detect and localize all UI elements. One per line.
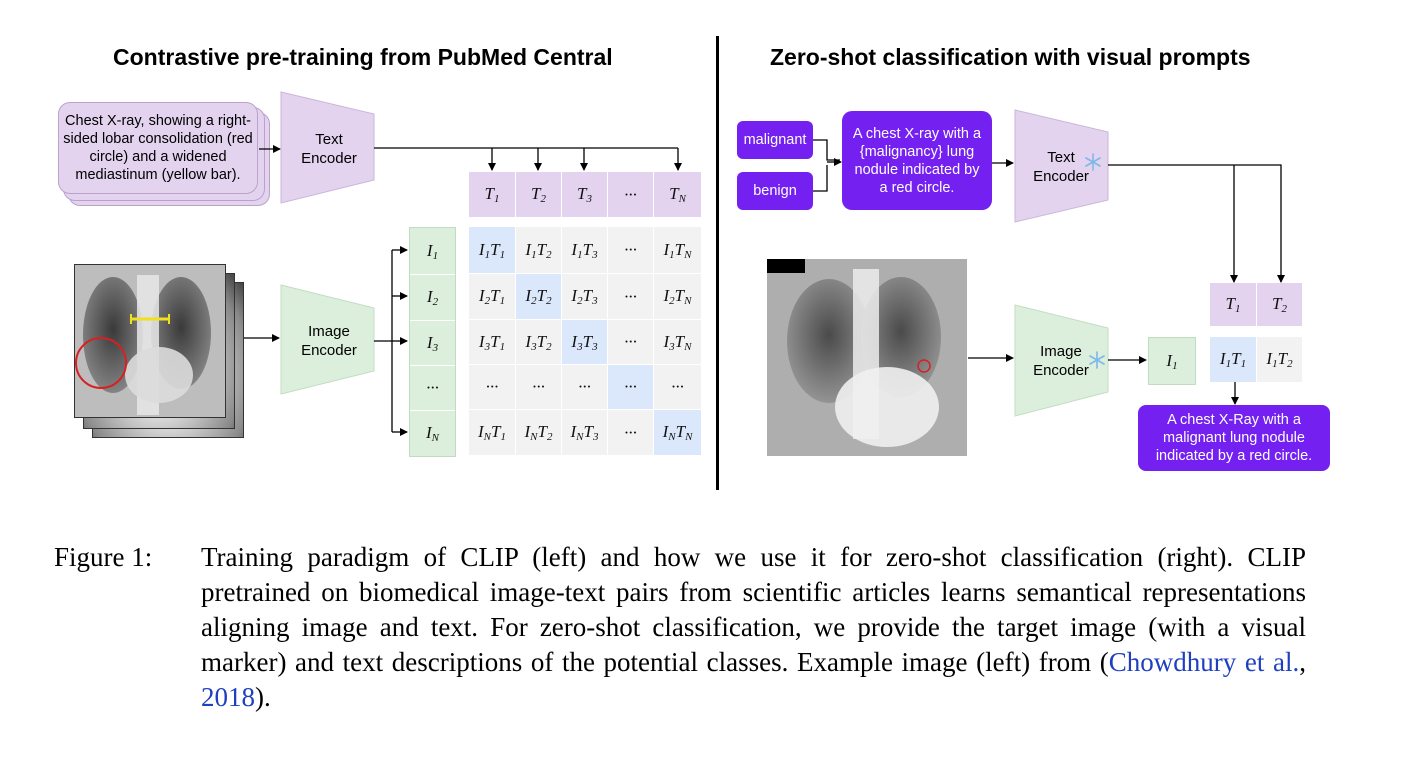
score-i1t1: I1T1 bbox=[1210, 337, 1256, 382]
matrix-cell: I1T1 bbox=[469, 227, 515, 273]
matrix-cell: ··· bbox=[653, 364, 701, 409]
text-token-tn: TN bbox=[653, 172, 701, 217]
image-token-dots: ··· bbox=[410, 365, 455, 410]
matrix-cell: ··· bbox=[561, 364, 607, 409]
image-encoder-shape bbox=[280, 284, 375, 395]
matrix-cell: I2TN bbox=[653, 273, 701, 319]
citation-year-link[interactable]: 2018 bbox=[201, 682, 255, 712]
right-image-token: I1 bbox=[1148, 337, 1196, 385]
score-i1t2: I1T2 bbox=[1256, 337, 1302, 382]
right-text-token-row: T1 T2 bbox=[1210, 283, 1302, 326]
image-token-in: IN bbox=[410, 410, 455, 456]
matrix-cell: ··· bbox=[607, 364, 653, 409]
matrix-cell: ··· bbox=[515, 364, 561, 409]
matrix-cell: I3TN bbox=[653, 319, 701, 364]
text-token-t3: T3 bbox=[561, 172, 607, 217]
image-token-i3: I3 bbox=[410, 320, 455, 365]
figure-caption-label: Figure 1: bbox=[54, 542, 153, 572]
matrix-cell: I3T3 bbox=[561, 319, 607, 364]
right-text-token-t1: T1 bbox=[1225, 294, 1241, 315]
class-label-benign: benign bbox=[737, 172, 813, 210]
citation-separator: , bbox=[1299, 647, 1306, 677]
right-image-encoder-shape bbox=[1014, 304, 1109, 417]
right-text-encoder-shape bbox=[1014, 109, 1109, 223]
matrix-cell: I2T1 bbox=[469, 273, 515, 319]
matrix-cell: ··· bbox=[607, 227, 653, 273]
right-score-row: I1T1 I1T2 bbox=[1210, 337, 1302, 382]
text-token-t1: T1 bbox=[484, 184, 500, 205]
left-panel-title: Contrastive pre-training from PubMed Cen… bbox=[113, 44, 613, 70]
panel-divider bbox=[716, 36, 719, 490]
left-diagram-svg bbox=[224, 91, 682, 436]
matrix-cell: I2T3 bbox=[561, 273, 607, 319]
image-token-i2: I2 bbox=[410, 274, 455, 320]
caption-text: Training paradigm of CLIP (left) and how… bbox=[201, 542, 1306, 677]
xray-drawing bbox=[75, 265, 225, 417]
matrix-cell: I1T2 bbox=[515, 227, 561, 273]
caption-text-end: ). bbox=[255, 682, 271, 712]
right-diagram-svg bbox=[813, 109, 1285, 417]
target-xray-drawing bbox=[767, 259, 967, 456]
matrix-cell: I2T2 bbox=[515, 273, 561, 319]
citation-author-link[interactable]: Chowdhury et al. bbox=[1108, 647, 1300, 677]
similarity-matrix: I1T1 I1T2 I1T3 ··· I1TN I2T1 I2T2 I2T3 ·… bbox=[469, 227, 701, 455]
matrix-cell: INT1 bbox=[469, 409, 515, 455]
matrix-cell: INT3 bbox=[561, 409, 607, 455]
text-token-row: T1 T2 T3 ··· TN bbox=[469, 172, 701, 217]
matrix-cell: ··· bbox=[607, 319, 653, 364]
matrix-cell: ··· bbox=[607, 273, 653, 319]
right-image-encoder-label: Image Encoder bbox=[1033, 343, 1089, 379]
right-image-token-i1: I1 bbox=[1166, 350, 1178, 372]
matrix-cell: I3T1 bbox=[469, 319, 515, 364]
matrix-cell: INTN bbox=[653, 409, 701, 455]
right-text-encoder-label: Text Encoder bbox=[1033, 149, 1089, 185]
text-encoder-shape bbox=[280, 91, 375, 204]
prompt-template: A chest X-ray with a {malignancy} lung n… bbox=[842, 111, 992, 210]
caption-card-text: Chest X-ray, showing a right-sided lobar… bbox=[63, 113, 253, 183]
text-token-dots: ··· bbox=[607, 172, 653, 217]
matrix-cell: I1TN bbox=[653, 227, 701, 273]
image-token-column: I1 I2 I3 ··· IN bbox=[409, 227, 456, 457]
caption-card: Chest X-ray, showing a right-sided lobar… bbox=[58, 102, 258, 194]
nodule-marker-circle bbox=[917, 359, 931, 373]
image-token-i1: I1 bbox=[426, 240, 439, 262]
matrix-cell: ··· bbox=[469, 364, 515, 409]
right-text-token-t2: T2 bbox=[1256, 283, 1302, 326]
classification-result: A chest X-Ray with a malignant lung nodu… bbox=[1138, 405, 1330, 471]
matrix-cell: I1T3 bbox=[561, 227, 607, 273]
image-encoder-label: Image Encoder bbox=[301, 323, 357, 359]
class-label-malignant: malignant bbox=[737, 121, 813, 159]
figure-caption-body: Training paradigm of CLIP (left) and how… bbox=[201, 540, 1306, 715]
target-xray-image bbox=[767, 259, 967, 456]
matrix-cell: ··· bbox=[607, 409, 653, 455]
frozen-snowflake-icon bbox=[1085, 153, 1101, 171]
text-encoder-label: Text Encoder bbox=[301, 131, 357, 167]
matrix-cell: I3T2 bbox=[515, 319, 561, 364]
text-token-t2: T2 bbox=[515, 172, 561, 217]
frozen-snowflake-icon bbox=[1089, 351, 1105, 369]
xray-image bbox=[74, 264, 226, 418]
matrix-cell: INT2 bbox=[515, 409, 561, 455]
consolidation-circle bbox=[75, 337, 127, 389]
right-panel-title: Zero-shot classification with visual pro… bbox=[770, 44, 1251, 70]
